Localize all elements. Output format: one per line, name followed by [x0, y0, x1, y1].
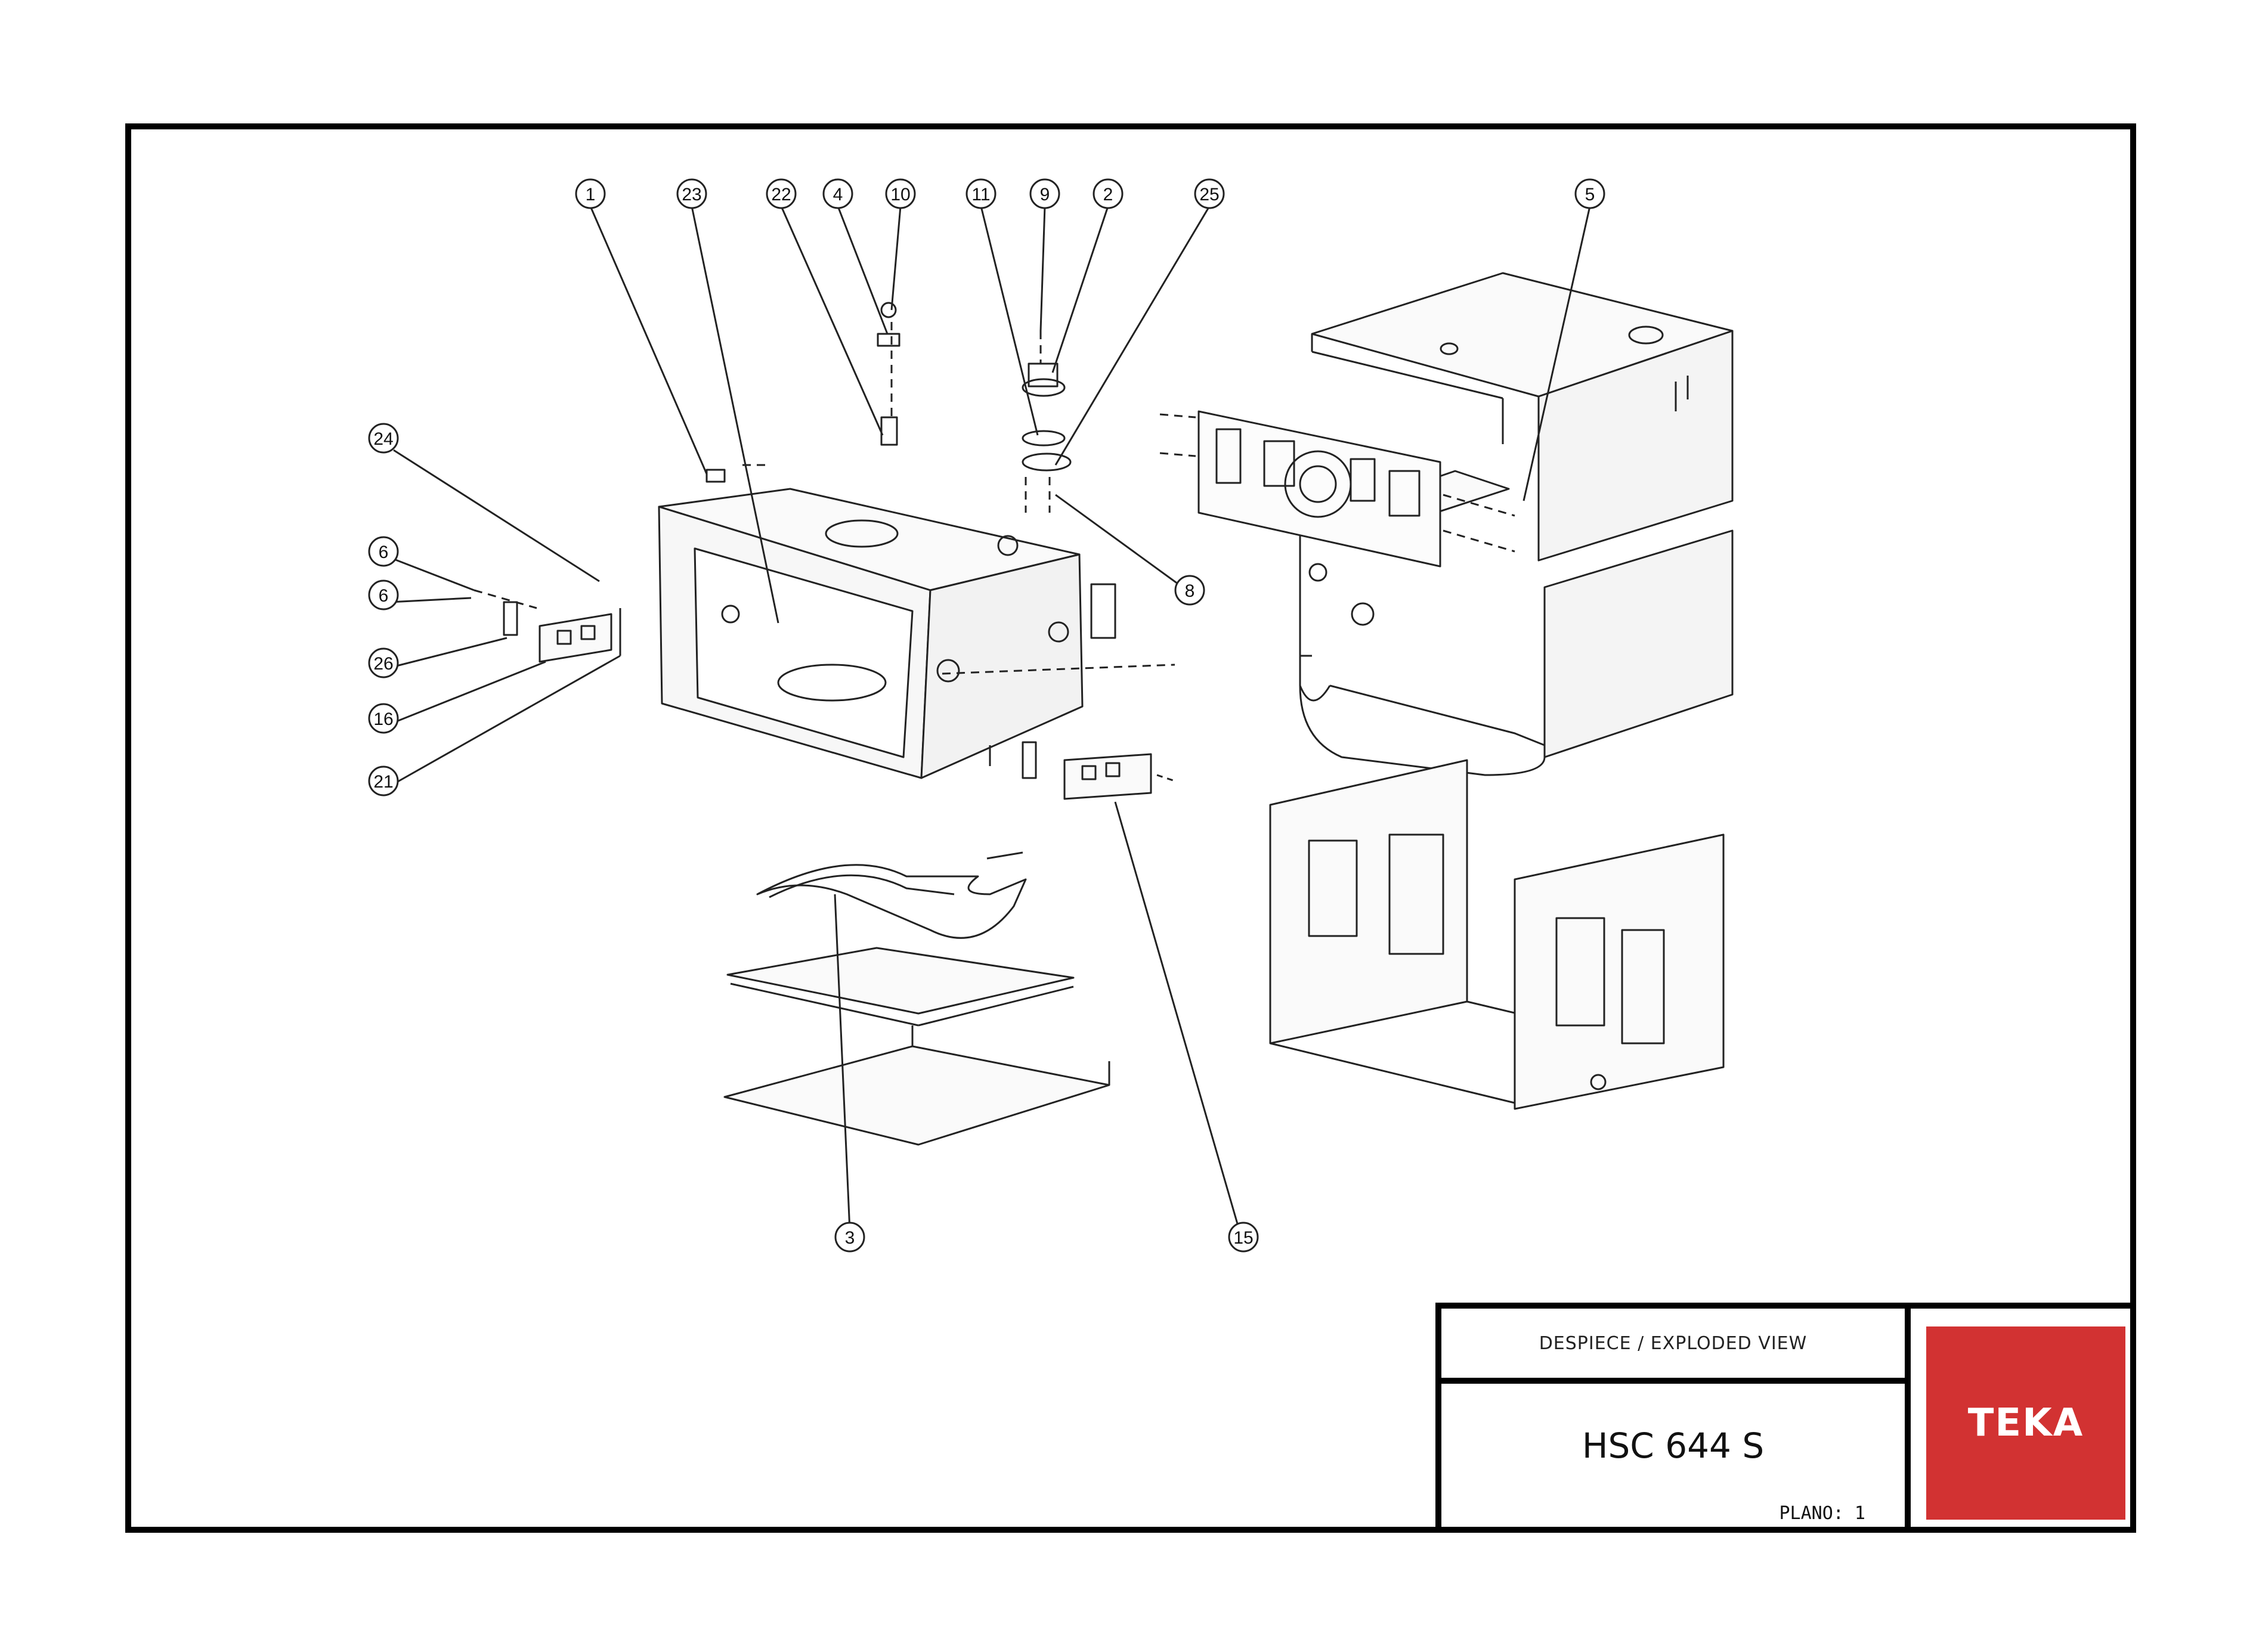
- callout-label: 9: [1040, 185, 1050, 204]
- side-frame-left: [1269, 759, 1718, 1104]
- callout-label: 26: [373, 654, 393, 674]
- heating-element: [756, 851, 1027, 939]
- callout-label: 15: [1233, 1228, 1253, 1248]
- left-rail-parts: [474, 589, 621, 663]
- side-frame-right: [1514, 833, 1725, 1110]
- callout-label: 24: [373, 429, 393, 449]
- model-box: HSC 644 S PLANO: 1: [1435, 1378, 1911, 1533]
- callout-label: 25: [1199, 185, 1219, 204]
- bottom-plate-upper: [726, 947, 1075, 1027]
- callout-label: 6: [379, 586, 389, 606]
- callout-label: 21: [373, 772, 393, 792]
- callout-label: 4: [833, 185, 843, 204]
- callout-label: 10: [890, 185, 910, 204]
- callouts: [368, 178, 1605, 1253]
- logo-text: TEKA: [1967, 1401, 2084, 1445]
- callout-label: 16: [373, 709, 393, 729]
- logo-cell: TEKA: [1905, 1303, 2136, 1533]
- callout-label: 22: [771, 185, 791, 204]
- callout-label: 1: [586, 185, 596, 204]
- callout-label: 11: [971, 185, 990, 204]
- callout-label: 3: [845, 1228, 855, 1248]
- oven-cavity: [658, 464, 1175, 779]
- drawing-frame: [125, 123, 2136, 1533]
- callout-label: 6: [379, 543, 389, 562]
- callout-labels: 1 23 22 4 10 11 9 2 25 5 24 6 6 26 16 21…: [373, 185, 1595, 1248]
- bottom-plate-lower: [723, 1025, 1110, 1146]
- callout-label: 23: [682, 185, 701, 204]
- callout-label: 5: [1585, 185, 1595, 204]
- back-panel: [1159, 410, 1515, 568]
- callout-label: 2: [1103, 185, 1113, 204]
- plano-number: PLANO: 1: [1779, 1503, 1866, 1524]
- top-components: [705, 302, 1072, 513]
- callout-label: 8: [1185, 581, 1195, 601]
- teka-logo: TEKA: [1926, 1326, 2125, 1520]
- right-rail-parts: [989, 741, 1175, 800]
- drawing-title: DESPIECE / EXPLODED VIEW: [1435, 1303, 1911, 1384]
- model-name: HSC 644 S: [1582, 1425, 1765, 1466]
